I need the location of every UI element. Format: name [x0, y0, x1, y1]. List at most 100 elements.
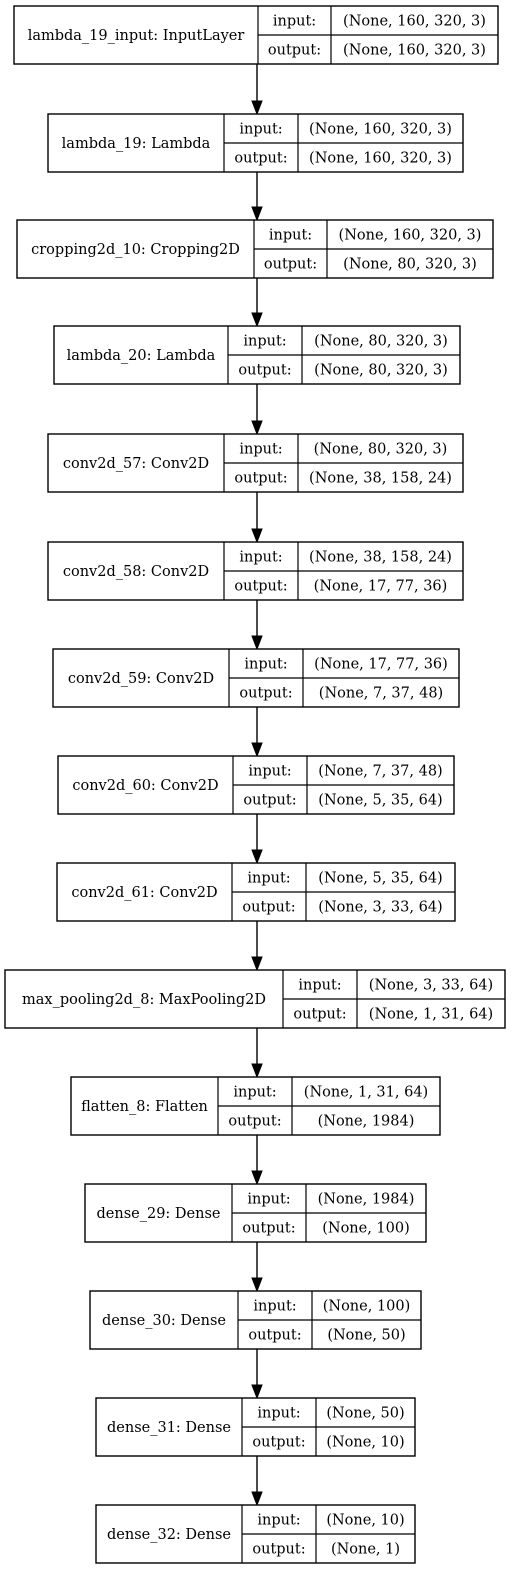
layer-node: max_pooling2d_8: MaxPooling2Dinput:outpu… — [4, 969, 506, 1029]
arrow-head-icon — [251, 1277, 263, 1293]
layer-node: cropping2d_10: Cropping2Dinput:output:(N… — [16, 219, 494, 279]
output-port-label: output: — [243, 793, 296, 809]
layer-node: conv2d_60: Conv2D input: output: (None, 7, … — [57, 755, 455, 815]
edge-arrow — [251, 278, 263, 328]
input-shape: (None, 50) — [326, 1406, 404, 1422]
output-port-label: output: — [234, 471, 287, 487]
layer-name: conv2d_57: Conv2D — [63, 456, 209, 472]
input-port-label: input: — [257, 1513, 300, 1529]
arrow-head-icon — [251, 1170, 263, 1186]
output-port-label: output: — [242, 1221, 295, 1237]
layer-name: lambda_19_input: InputLayer — [28, 28, 245, 44]
edge-arrow — [251, 384, 263, 436]
input-port-label: input: — [248, 764, 291, 780]
input-port-label: input: — [243, 334, 286, 350]
layer-node: conv2d_57: Conv2D input: output: (None, 80,… — [47, 433, 464, 493]
output-shape: (None, 3, 33, 64) — [318, 900, 442, 916]
input-port-label: input: — [247, 871, 290, 887]
output-shape: (None, 1, 31, 64) — [369, 1007, 493, 1023]
layer-name: conv2d_58: Conv2D — [63, 564, 209, 580]
output-port-label: output: — [238, 363, 291, 379]
input-port-label: input: — [239, 550, 282, 566]
arrow-head-icon — [251, 312, 263, 328]
input-port-label: input: — [257, 1406, 300, 1422]
edge-arrow — [251, 600, 263, 651]
input-shape: (None, 7, 37, 48) — [318, 764, 442, 780]
layer-name: lambda_20: Lambda — [67, 348, 216, 364]
output-port-label: output: — [252, 1435, 305, 1451]
input-shape: (None, 80, 320, 3) — [314, 442, 448, 458]
output-port-label: output: — [239, 686, 292, 702]
arrow-head-icon — [251, 1491, 263, 1507]
layer-name: conv2d_60: Conv2D — [72, 778, 218, 794]
output-shape: (None, 1984) — [318, 1114, 415, 1130]
output-shape: (None, 50) — [327, 1328, 405, 1344]
output-port-label: output: — [234, 151, 287, 167]
edge-arrow — [251, 172, 263, 222]
output-shape: (None, 38, 158, 24) — [309, 471, 452, 487]
output-port-label: output: — [248, 1328, 301, 1344]
output-shape: (None, 7, 37, 48) — [319, 686, 443, 702]
input-port-label: input: — [239, 122, 282, 138]
layer-name: dense_29: Dense — [97, 1206, 221, 1222]
output-port-label: output: — [264, 257, 317, 273]
edge-arrow — [251, 921, 263, 972]
edge-arrow — [251, 1456, 263, 1507]
input-port-label: input: — [298, 978, 341, 994]
arrow-head-icon — [251, 849, 263, 865]
input-shape: (None, 160, 320, 3) — [343, 14, 486, 30]
output-shape: (None, 5, 35, 64) — [318, 793, 442, 809]
input-port-label: input: — [239, 442, 282, 458]
arrow-head-icon — [251, 635, 263, 651]
layer-name: flatten_8: Flatten — [81, 1099, 208, 1115]
output-port-label: output: — [228, 1114, 281, 1130]
layer-node: dense_32: Dense input: output: (None, 10) (N… — [95, 1504, 416, 1564]
input-port-label: input: — [273, 14, 316, 30]
output-shape: (None, 160, 320, 3) — [309, 151, 452, 167]
arrow-head-icon — [251, 742, 263, 758]
arrow-head-icon — [251, 528, 263, 544]
input-shape: (None, 10) — [326, 1513, 404, 1529]
layer-name: lambda_19: Lambda — [62, 136, 211, 152]
output-port-label: output: — [234, 579, 287, 595]
edge-arrow — [251, 1135, 263, 1186]
input-shape: (None, 5, 35, 64) — [318, 871, 442, 887]
input-port-label: input: — [247, 1192, 290, 1208]
output-shape: (None, 80, 320, 3) — [314, 363, 448, 379]
input-port-label: input: — [253, 1299, 296, 1315]
output-shape: (None, 1) — [331, 1542, 400, 1558]
input-port-label: input: — [269, 228, 312, 244]
output-port-label: output: — [293, 1007, 346, 1023]
edge-arrow — [251, 814, 263, 865]
layer-name: dense_32: Dense — [107, 1527, 231, 1543]
input-shape: (None, 38, 158, 24) — [309, 550, 452, 566]
arrow-head-icon — [251, 420, 263, 436]
input-shape: (None, 1984) — [318, 1192, 415, 1208]
arrow-head-icon — [251, 1063, 263, 1079]
edge-arrow — [251, 492, 263, 544]
layer-name: conv2d_59: Conv2D — [68, 671, 214, 687]
layer-node: conv2d_58: Conv2D input: output: (None, 38,… — [47, 541, 464, 601]
layer-node: lambda_19_input: InputLayer input: output:… — [13, 5, 499, 65]
input-shape: (None, 160, 320, 3) — [309, 122, 452, 138]
edge-arrow — [251, 1028, 263, 1079]
input-port-label: input: — [233, 1085, 276, 1101]
input-shape: (None, 17, 77, 36) — [314, 657, 448, 673]
edge-arrow — [251, 1349, 263, 1400]
arrow-head-icon — [251, 1384, 263, 1400]
output-shape: (None, 160, 320, 3) — [343, 43, 486, 59]
output-port-label: output: — [268, 43, 321, 59]
output-shape: (None, 80, 320, 3) — [343, 257, 477, 273]
output-shape: (None, 10) — [326, 1435, 404, 1451]
input-shape: (None, 3, 33, 64) — [369, 978, 493, 994]
layer-node: lambda_19: Lambda input: output: (None, 160… — [47, 113, 464, 173]
edge-arrow — [251, 707, 263, 758]
edge-arrow — [251, 1242, 263, 1293]
output-port-label: output: — [252, 1542, 305, 1558]
